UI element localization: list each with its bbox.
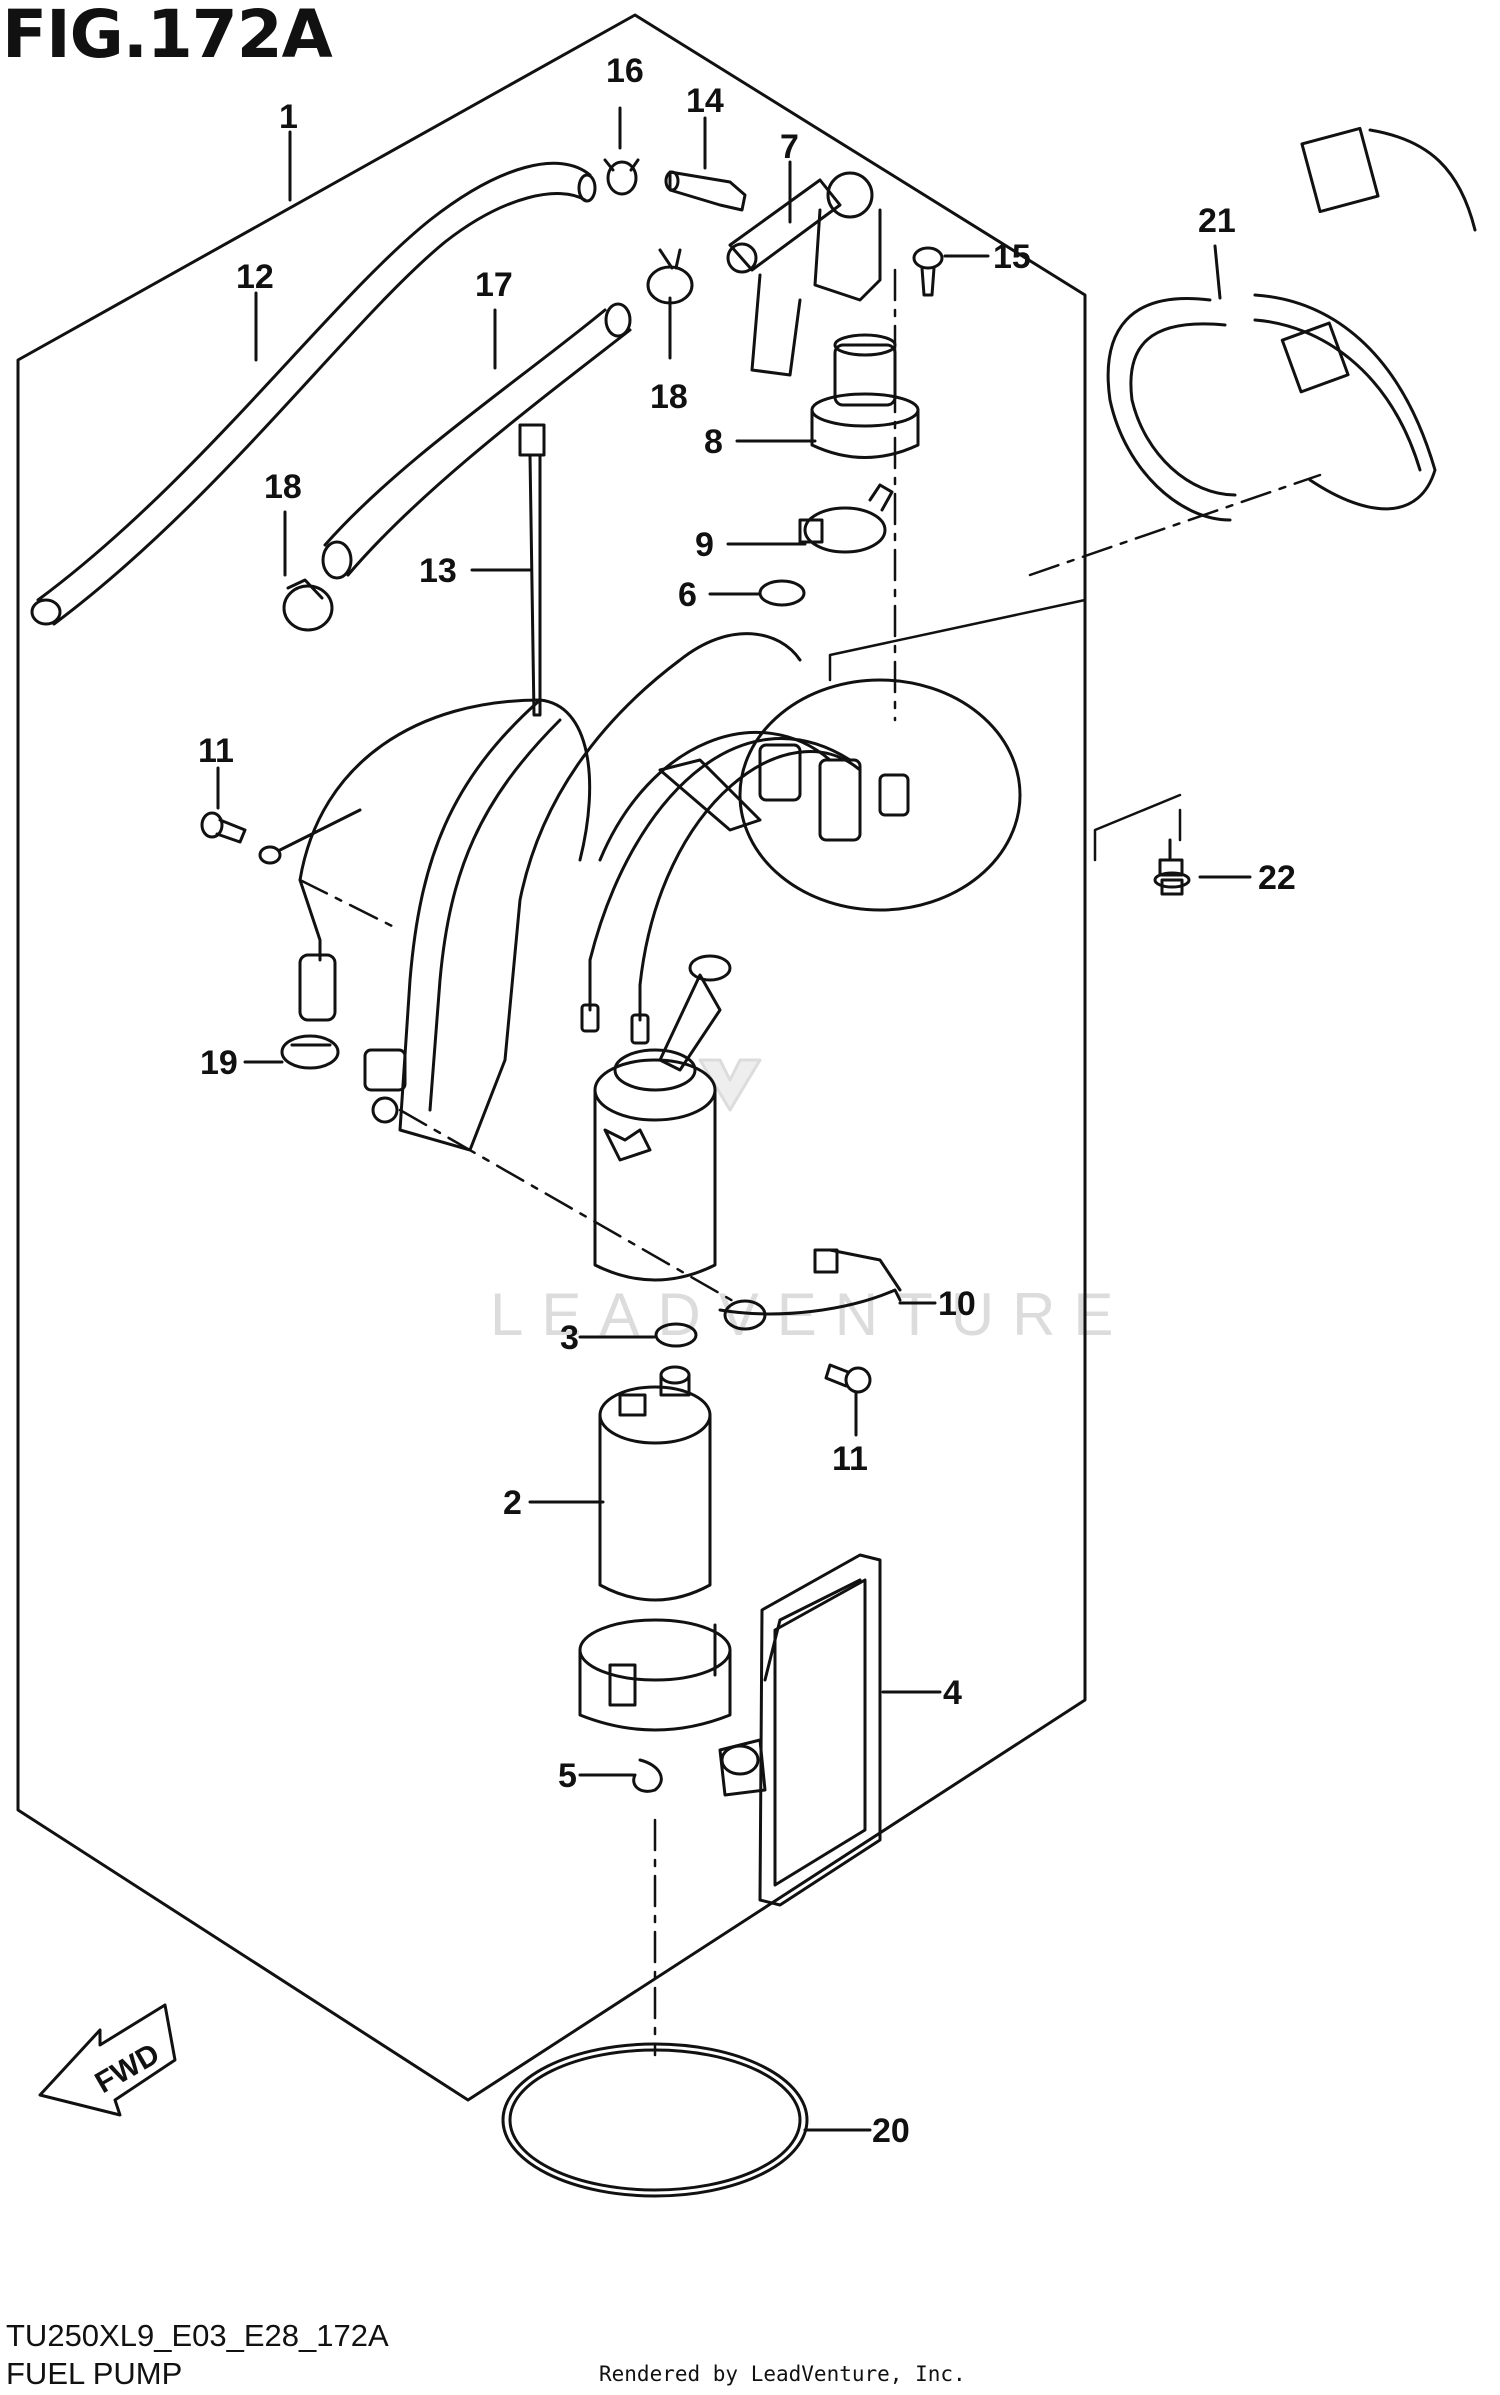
part-4-filter [758, 1553, 882, 1907]
part-3-o-ring [654, 1322, 698, 1348]
wire-harness [298, 698, 862, 987]
assembly-outline [16, 13, 1087, 2102]
label-part-17: 17 [475, 266, 513, 304]
label-part-21: 21 [1198, 202, 1236, 240]
label-part-9: 9 [695, 526, 714, 564]
figure-caption: FUEL PUMP [6, 2356, 183, 2391]
pump-base-plate [658, 678, 1022, 912]
part-13-cable-tie [518, 423, 546, 717]
pump-holder [578, 1618, 732, 1732]
model-code: TU250XL9_E03_E28_172A [6, 2318, 389, 2353]
label-part-15: 15 [993, 238, 1031, 276]
label-part-7: 7 [780, 128, 799, 166]
part-20-gasket [501, 2042, 809, 2198]
part-14-joint [664, 170, 747, 212]
label-part-22: 22 [1258, 859, 1296, 897]
label-part-2: 2 [503, 1484, 522, 1522]
part-6-o-ring [758, 579, 806, 607]
label-part-3: 3 [560, 1319, 579, 1357]
part-10-band [718, 1248, 902, 1331]
watermark: LEADVENTURE [490, 1058, 1113, 1348]
part-17-hose [321, 302, 632, 580]
label-part-20: 20 [872, 2112, 910, 2150]
label-part-10: 10 [938, 1285, 976, 1323]
label-part-12: 12 [236, 258, 274, 296]
part-2-fuel-pump [598, 1365, 712, 1602]
part-12-hose [30, 161, 597, 626]
label-part-4: 4 [943, 1674, 962, 1712]
part-15-screw [912, 246, 944, 297]
leader-lines [216, 106, 1252, 2132]
render-credit: Rendered by LeadVenture, Inc. [599, 2362, 966, 2386]
label-part-14: 14 [686, 82, 724, 120]
label-part-19: 19 [200, 1044, 238, 1082]
part-11-screw-lower [824, 1363, 872, 1394]
label-part-8: 8 [704, 423, 723, 461]
wire-terminals [580, 958, 650, 1045]
part-5-e-clip [632, 1758, 663, 1793]
label-part-13: 13 [419, 552, 457, 590]
label-part-5: 5 [558, 1757, 577, 1795]
filter-clip [718, 1738, 767, 1797]
label-part-16: 16 [606, 52, 644, 90]
part-8-regulator [810, 333, 920, 459]
label-part-1: 1 [279, 98, 298, 136]
part-9-clip [798, 483, 894, 554]
part-16-clip [603, 158, 640, 196]
label-part-11-upper: 11 [198, 732, 234, 770]
figure-title: FIG.172A [2, 0, 333, 73]
label-part-11-lower: 11 [832, 1440, 868, 1478]
fuel-pump-upper [593, 954, 732, 1282]
part-20-gasket-inner [508, 2048, 802, 2192]
part-11-screw-upper [200, 808, 362, 1022]
part-22-bolt [1153, 838, 1191, 896]
part-21-outlet-hose [1106, 126, 1477, 522]
fwd-arrow: FWD [38, 2003, 177, 2117]
guide-lines [298, 268, 1322, 2057]
label-part-18-lower: 18 [264, 468, 302, 506]
part-18-clamp-upper [646, 248, 694, 305]
label-part-18-upper: 18 [650, 378, 688, 416]
pump-bracket-frame [363, 632, 802, 1152]
part-18-clamp-lower [282, 578, 334, 632]
label-part-6: 6 [678, 576, 697, 614]
part-19-clamp [280, 1034, 340, 1070]
